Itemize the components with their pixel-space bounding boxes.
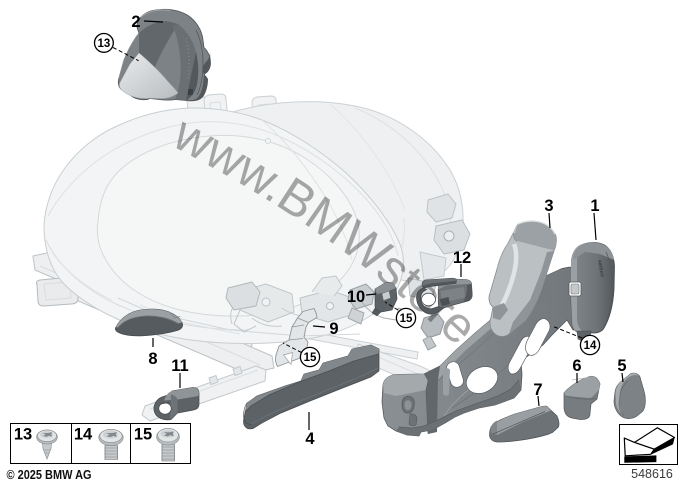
svg-text:13: 13 — [14, 426, 32, 444]
svg-text:5: 5 — [617, 357, 626, 375]
svg-text:6: 6 — [572, 357, 581, 375]
svg-text:2: 2 — [131, 13, 140, 31]
svg-text:1: 1 — [590, 197, 599, 215]
svg-text:11: 11 — [171, 357, 188, 375]
svg-text:13: 13 — [98, 38, 111, 50]
svg-text:15: 15 — [400, 313, 413, 325]
svg-text:10: 10 — [347, 288, 365, 306]
svg-text:14: 14 — [74, 426, 93, 444]
svg-text:12: 12 — [453, 249, 471, 267]
svg-text:14: 14 — [584, 340, 597, 352]
svg-text:9: 9 — [329, 320, 338, 338]
svg-text:8: 8 — [148, 350, 157, 368]
svg-text:© 2025 BMW AG: © 2025 BMW AG — [7, 468, 92, 482]
svg-text:AIRBAG: AIRBAG — [597, 259, 605, 278]
svg-text:548616: 548616 — [631, 467, 673, 481]
svg-text:4: 4 — [305, 430, 315, 448]
svg-text:7: 7 — [533, 381, 542, 399]
svg-text:3: 3 — [544, 197, 553, 215]
svg-text:15: 15 — [304, 352, 317, 364]
svg-text:15: 15 — [134, 426, 152, 444]
